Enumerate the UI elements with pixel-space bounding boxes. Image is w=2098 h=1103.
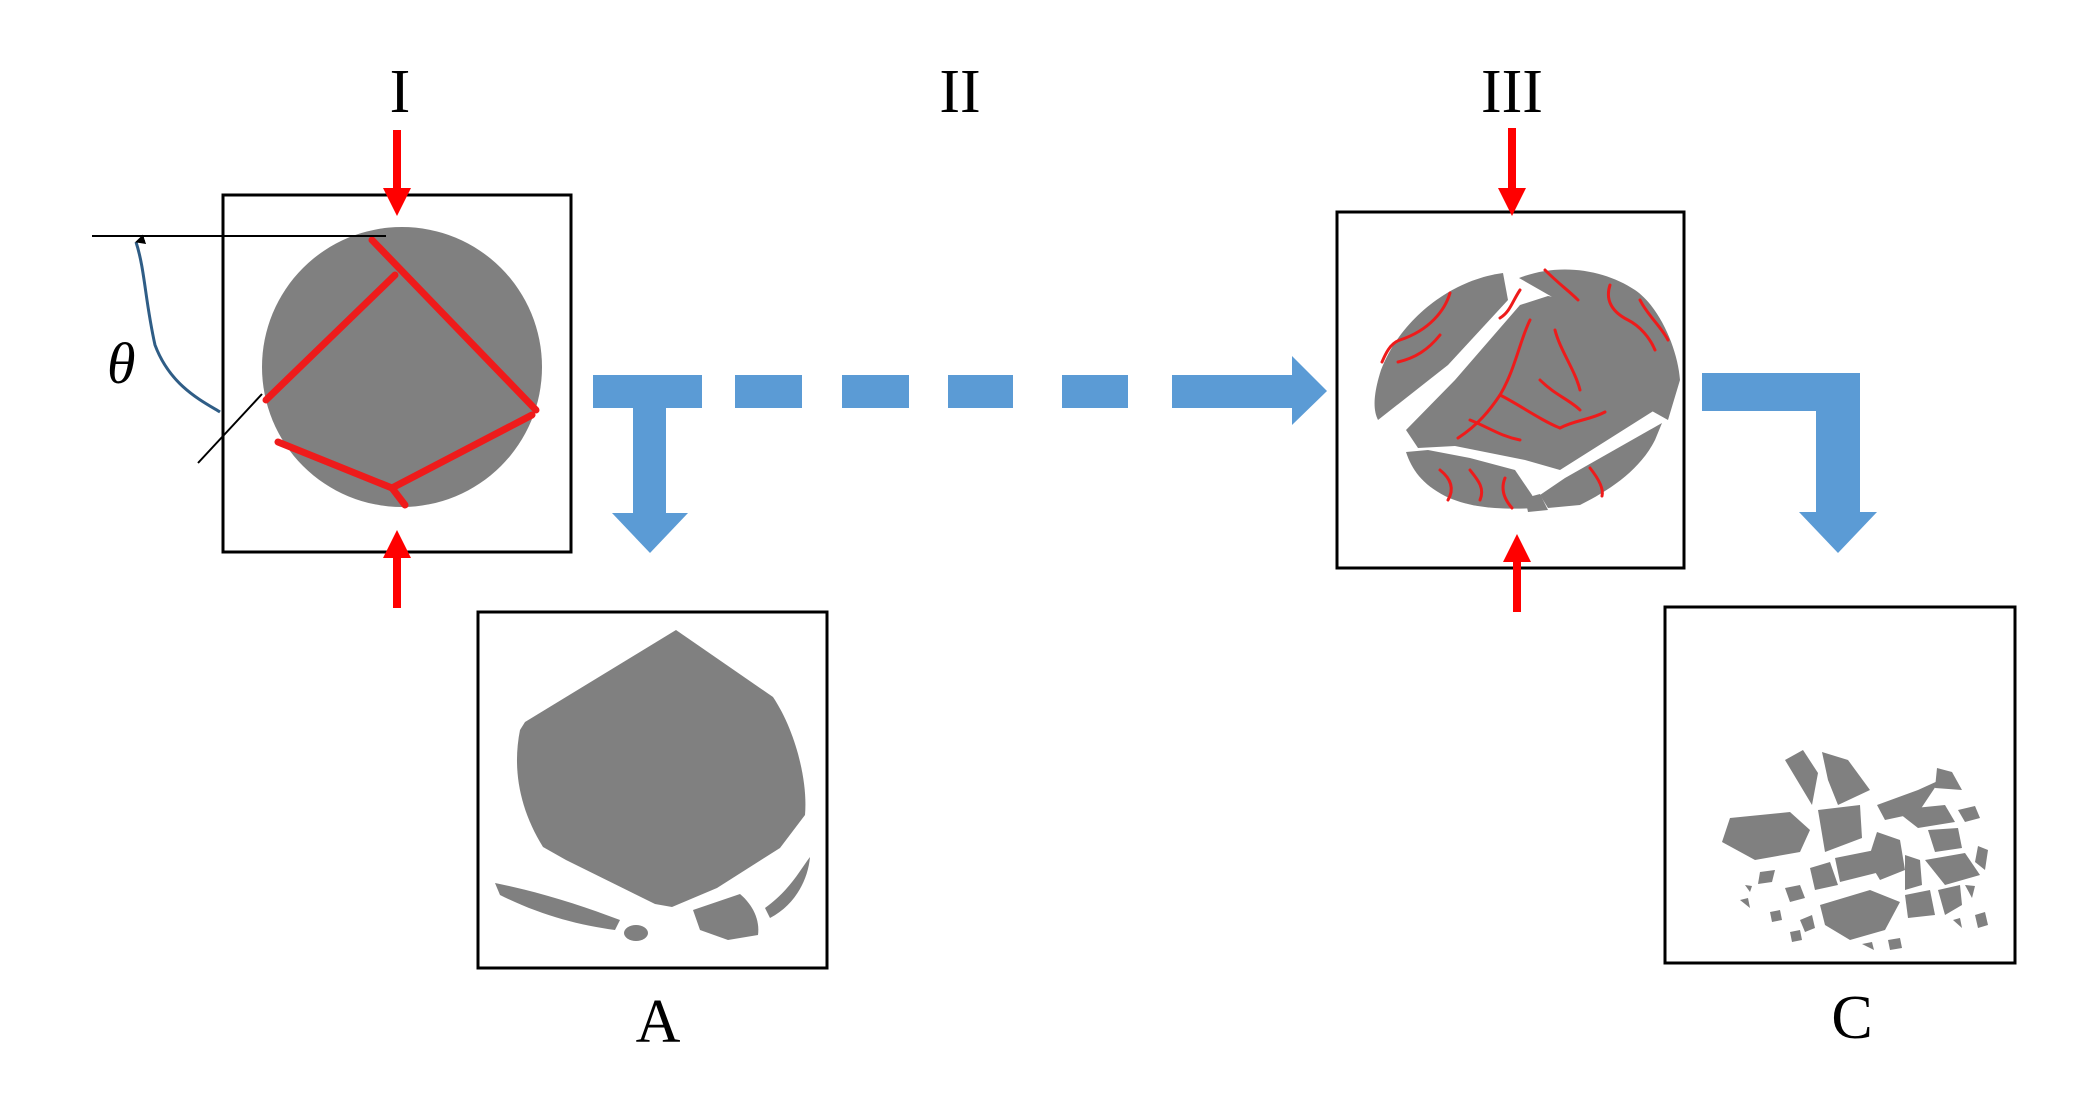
crack-extension-line xyxy=(197,393,263,464)
red-arrow-icon xyxy=(383,530,411,608)
angle-label: θ xyxy=(107,331,136,396)
dash-segment xyxy=(735,375,802,408)
flow-arrows xyxy=(593,356,1877,553)
result-label-a: A xyxy=(636,988,681,1056)
stage-1-panel: θ xyxy=(92,130,573,608)
stage-label-3: III xyxy=(1481,58,1543,126)
result-c-panel xyxy=(1663,605,2017,965)
result-a-panel xyxy=(476,610,829,970)
blue-arrow-icon xyxy=(1172,356,1327,425)
stage-label-2: II xyxy=(939,58,980,126)
dash-segment xyxy=(948,375,1013,408)
stage-1-cracks xyxy=(262,236,540,509)
red-arrow-icon xyxy=(1503,534,1531,612)
blue-arrow-icon xyxy=(593,375,702,553)
angle-annotation: θ xyxy=(92,234,386,464)
stage-1-particle xyxy=(262,227,542,507)
result-a-fragments xyxy=(495,630,810,941)
dash-segment xyxy=(1062,375,1128,408)
angle-arc xyxy=(134,234,221,414)
result-c-fragments xyxy=(1722,750,1988,950)
dash-segment xyxy=(842,375,909,408)
stage-label-1: I xyxy=(390,58,411,126)
result-label-c: C xyxy=(1831,984,1872,1052)
red-arrow-icon xyxy=(383,130,411,216)
stage-3-cracks xyxy=(1380,268,1670,510)
stage-3-panel xyxy=(1335,128,1686,612)
blue-arrow-icon xyxy=(1702,373,1877,553)
red-arrow-icon xyxy=(1498,128,1526,216)
